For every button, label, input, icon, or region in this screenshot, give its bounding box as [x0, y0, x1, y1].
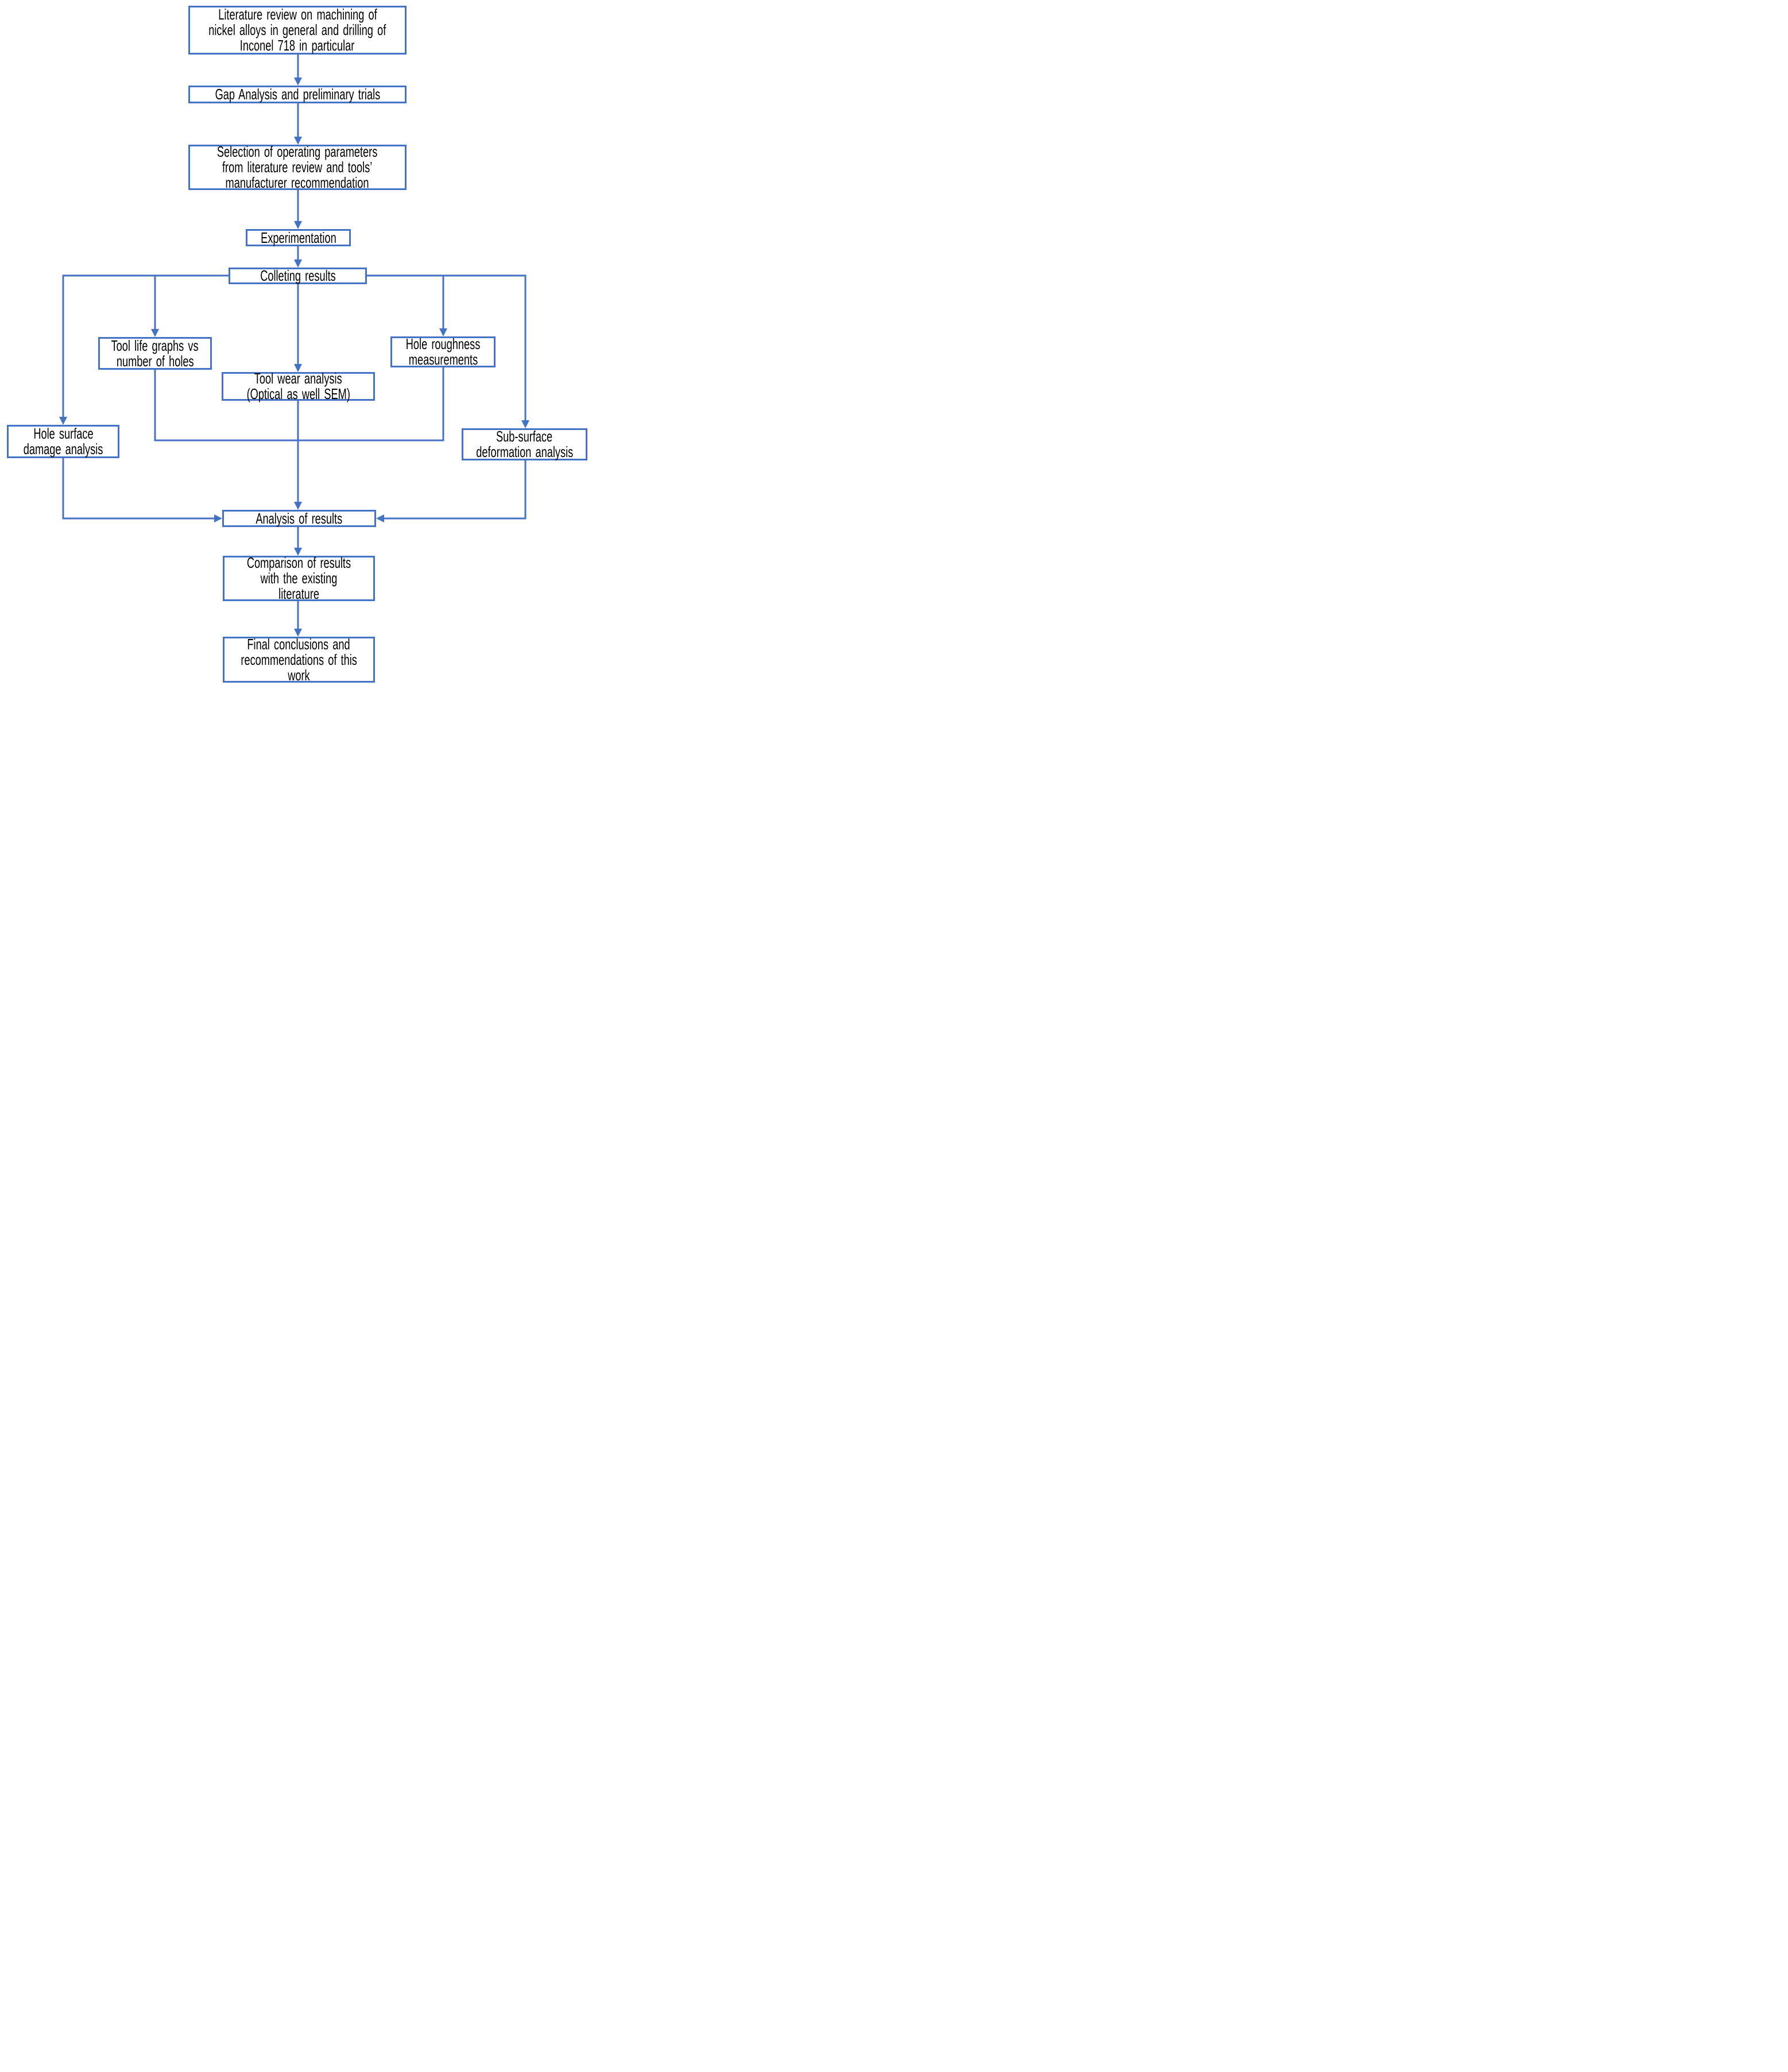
node-comparison-results: Comparison of results with the existing … — [223, 555, 375, 602]
arrow-analysis-to-comparison — [294, 527, 302, 556]
branch-left — [59, 274, 229, 425]
node-sub-surface-deformation: Sub-surface deformation analysis — [462, 428, 587, 460]
node-experimentation: Experimentation — [246, 229, 351, 246]
node-hole-roughness: Hole roughness measurements — [390, 336, 496, 367]
arrow-comparison-to-final — [294, 601, 302, 637]
node-hole-surface-damage: Hole surface damage analysis — [7, 425, 119, 458]
arrow-colleting-to-toolwear — [294, 284, 302, 372]
arrow-branch-to-holeroughness — [439, 276, 447, 336]
node-tool-life-graphs: Tool life graphs vs number of holes — [98, 337, 212, 370]
feeder-subsurface-to-analysis — [376, 460, 527, 522]
arrow-selection-to-experimentation — [294, 190, 302, 229]
arrow-experimentation-to-colleting — [294, 246, 302, 268]
collector-bar — [154, 367, 444, 441]
node-selection-parameters: Selection of operating parameters from l… — [188, 144, 407, 191]
node-literature-review: Literature review on machining of nickel… — [188, 6, 407, 55]
node-analysis-of-results: Analysis of results — [222, 510, 376, 527]
flowchart-canvas: Literature review on machining of nickel… — [0, 0, 596, 691]
arrow-literature-to-gap — [294, 55, 302, 86]
node-colleting-results: Colleting results — [229, 268, 367, 284]
node-final-conclusions: Final conclusions and recommendations of… — [223, 636, 375, 683]
node-tool-wear-analysis: Tool wear analysis (Optical as well SEM) — [222, 371, 375, 402]
arrow-gap-to-selection — [294, 103, 302, 145]
node-gap-analysis: Gap Analysis and preliminary trials — [188, 86, 407, 103]
feeder-holesurface-to-analysis — [62, 458, 222, 522]
connector-lines — [59, 55, 529, 637]
arrow-toolwear-to-analysis — [294, 401, 302, 510]
branch-right — [367, 274, 529, 428]
arrow-branch-to-toollife — [151, 276, 159, 337]
